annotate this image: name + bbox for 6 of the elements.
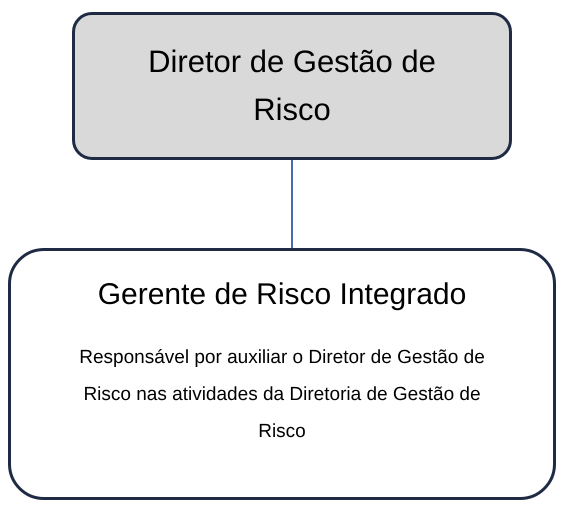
- box-description: Responsável por auxiliar o Diretor de Gestão de Risco nas atividades da Diretoria de Gestão de Risco: [78, 346, 486, 444]
- director-box: [72, 12, 512, 160]
- manager-box: [8, 248, 556, 500]
- box-title: Diretor de Gestão de Risco: [147, 43, 437, 129]
- connector-line: [291, 160, 293, 248]
- box-title: Gerente de Risco Integrado: [98, 277, 466, 313]
